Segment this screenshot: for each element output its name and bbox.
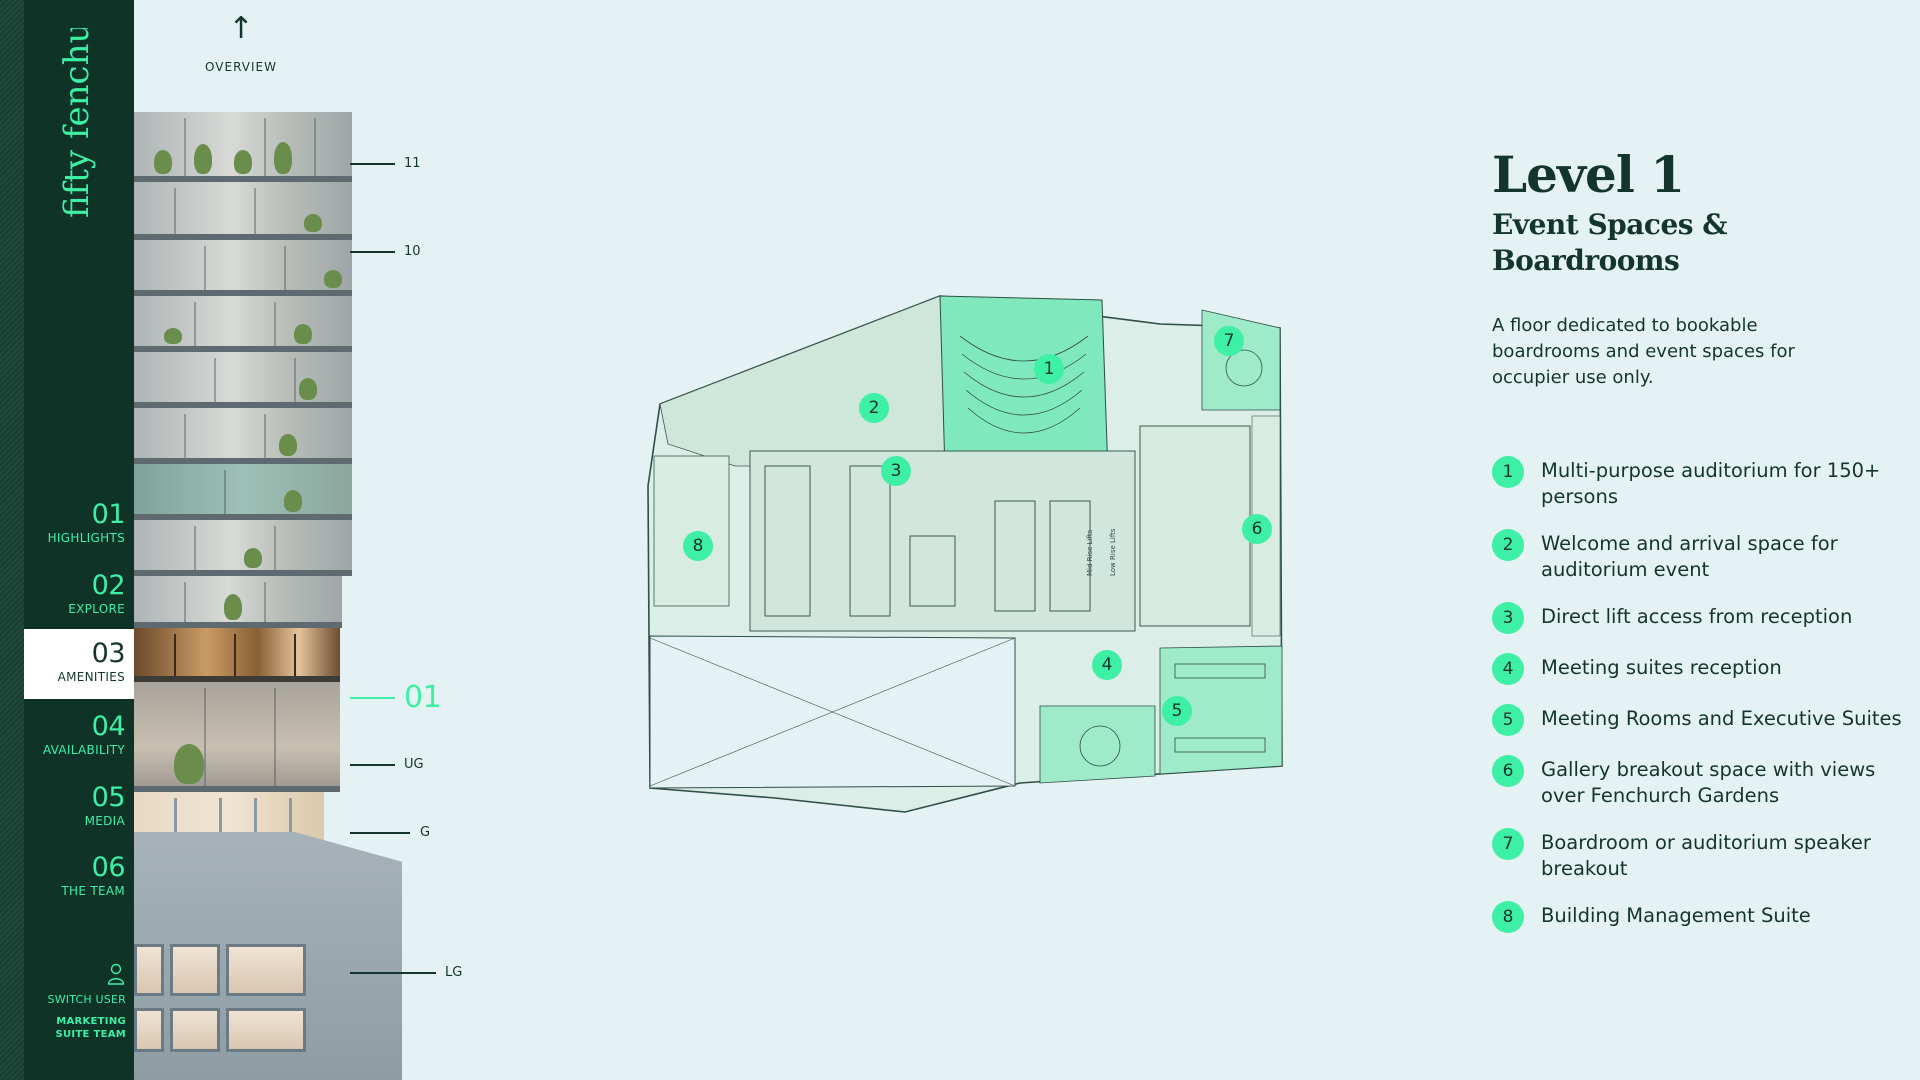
user-icon[interactable] xyxy=(107,963,125,985)
nav-number: 02 xyxy=(91,570,126,601)
plan-marker-7[interactable]: 7 xyxy=(1214,326,1244,356)
plan-marker-8[interactable]: 8 xyxy=(683,531,713,561)
nav-label: AMENITIES xyxy=(57,670,125,684)
plan-marker-2[interactable]: 2 xyxy=(859,393,889,423)
floor-6[interactable] xyxy=(134,408,352,464)
floor-8[interactable] xyxy=(134,296,352,352)
legend-number: 4 xyxy=(1492,653,1524,685)
level-01-line xyxy=(350,697,395,699)
level-10-label[interactable]: 10 xyxy=(404,244,421,259)
legend-text: Boardroom or auditorium speaker breakout xyxy=(1541,831,1871,880)
low-rise-lifts-label: Low Rise Lifts xyxy=(1109,528,1117,576)
legend-number: 8 xyxy=(1492,901,1524,933)
floor-5[interactable] xyxy=(134,464,352,520)
legend-number: 2 xyxy=(1492,529,1524,561)
floor-9[interactable] xyxy=(134,240,352,296)
legend-text: Building Management Suite xyxy=(1541,904,1811,927)
floor-7[interactable] xyxy=(134,352,352,408)
lg-room xyxy=(226,944,306,996)
floor-10[interactable] xyxy=(134,182,352,240)
logo-mark: fifty fenchurch xyxy=(57,0,97,218)
plan-marker-3[interactable]: 3 xyxy=(881,456,911,486)
building-section xyxy=(134,112,402,1080)
nav-item-explore[interactable]: 02 EXPLORE xyxy=(24,561,134,631)
legend-item[interactable]: 8 Building Management Suite xyxy=(1492,901,1912,933)
floor-description: A floor dedicated to bookable boardrooms… xyxy=(1492,315,1795,388)
nav-item-highlights[interactable]: 01 HIGHLIGHTS xyxy=(24,490,134,560)
nav-item-media[interactable]: 05 MEDIA xyxy=(24,773,134,843)
nav-item-the-team[interactable]: 06 THE TEAM xyxy=(24,843,134,913)
legend-item[interactable]: 5 Meeting Rooms and Executive Suites xyxy=(1492,704,1912,736)
level-g-line xyxy=(350,832,410,834)
logo-text-line-1: fifty fenchurch xyxy=(57,28,97,218)
nav-label: EXPLORE xyxy=(68,602,125,616)
level-g-label[interactable]: G xyxy=(420,825,431,840)
legend-item[interactable]: 6 Gallery breakout space with views over… xyxy=(1492,755,1912,809)
legend-item[interactable]: 2 Welcome and arrival space for auditori… xyxy=(1492,529,1912,583)
legend-text: Direct lift access from reception xyxy=(1541,605,1853,628)
floor-11[interactable] xyxy=(134,112,352,182)
legend-text: Welcome and arrival space for auditorium… xyxy=(1541,532,1838,581)
legend-number: 7 xyxy=(1492,828,1524,860)
legend-item[interactable]: 1 Multi-purpose auditorium for 150+ pers… xyxy=(1492,456,1912,510)
plan-marker-5[interactable]: 5 xyxy=(1162,696,1192,726)
level-11-label[interactable]: 11 xyxy=(404,156,421,171)
current-user-team: MARKETING SUITE TEAM xyxy=(55,1016,126,1040)
overview-button[interactable]: ↑ OVERVIEW xyxy=(198,11,284,75)
lg-room xyxy=(170,944,220,996)
floor-plan: Mid Rise Lifts Low Rise Lifts 1 2 3 4 5 … xyxy=(640,276,1290,816)
amenity-legend: 1 Multi-purpose auditorium for 150+ pers… xyxy=(1492,456,1912,952)
legend-text: Meeting suites reception xyxy=(1541,656,1782,679)
side-nav xyxy=(24,0,134,1080)
lg-room xyxy=(226,1008,306,1052)
level-ug-label[interactable]: UG xyxy=(404,757,424,772)
legend-number: 3 xyxy=(1492,602,1524,634)
nav-label: MEDIA xyxy=(84,814,125,828)
nav-number: 05 xyxy=(91,782,126,813)
nav-texture xyxy=(0,0,24,1080)
level-lg-line xyxy=(350,972,436,974)
nav-label: HIGHLIGHTS xyxy=(47,531,125,545)
nav-number: 03 xyxy=(91,638,126,669)
floor-4[interactable] xyxy=(134,520,352,576)
nav-item-amenities[interactable]: 03 AMENITIES xyxy=(24,629,134,699)
legend-text: Meeting Rooms and Executive Suites xyxy=(1541,707,1902,730)
legend-item[interactable]: 3 Direct lift access from reception xyxy=(1492,602,1912,634)
nav-label: THE TEAM xyxy=(61,884,125,898)
floor-plan-drawing: Mid Rise Lifts Low Rise Lifts xyxy=(647,295,1283,813)
nav-number: 04 xyxy=(91,711,126,742)
plan-marker-4[interactable]: 4 xyxy=(1092,650,1122,680)
legend-item[interactable]: 7 Boardroom or auditorium speaker breako… xyxy=(1492,828,1912,882)
level-11-line xyxy=(350,163,395,165)
page-subtitle: Event Spaces & Boardrooms xyxy=(1492,208,1728,277)
floor-01-amenities[interactable] xyxy=(134,628,340,682)
floor-ug[interactable] xyxy=(134,682,340,792)
plan-marker-6[interactable]: 6 xyxy=(1242,514,1272,544)
arrow-up-icon: ↑ xyxy=(228,11,254,46)
legend-number: 6 xyxy=(1492,755,1524,787)
nav-item-availability[interactable]: 04 AVAILABILITY xyxy=(24,702,134,772)
legend-number: 5 xyxy=(1492,704,1524,736)
lg-room xyxy=(134,944,164,996)
legend-item[interactable]: 4 Meeting suites reception xyxy=(1492,653,1912,685)
legend-text: Gallery breakout space with views over F… xyxy=(1541,758,1876,807)
nav-number: 01 xyxy=(91,499,126,530)
switch-user-button[interactable]: SWITCH USER xyxy=(47,993,126,1006)
level-10-line xyxy=(350,251,395,253)
level-lg-label[interactable]: LG xyxy=(445,965,463,980)
lg-room xyxy=(170,1008,220,1052)
lg-room xyxy=(134,1008,164,1052)
mid-rise-lifts-label: Mid Rise Lifts xyxy=(1086,529,1094,576)
level-01-label[interactable]: 01 xyxy=(404,680,442,715)
legend-number: 1 xyxy=(1492,456,1524,488)
fifty-fenchurch-logo[interactable]: fifty fenchurch xyxy=(50,0,120,238)
nav-number: 06 xyxy=(91,852,126,883)
page-title: Level 1 xyxy=(1492,145,1685,204)
nav-label: AVAILABILITY xyxy=(42,743,125,757)
plan-marker-1[interactable]: 1 xyxy=(1034,354,1064,384)
legend-text: Multi-purpose auditorium for 150+ person… xyxy=(1541,459,1881,508)
floor-3[interactable] xyxy=(134,576,342,628)
overview-label: OVERVIEW xyxy=(205,60,277,74)
level-ug-line xyxy=(350,764,395,766)
